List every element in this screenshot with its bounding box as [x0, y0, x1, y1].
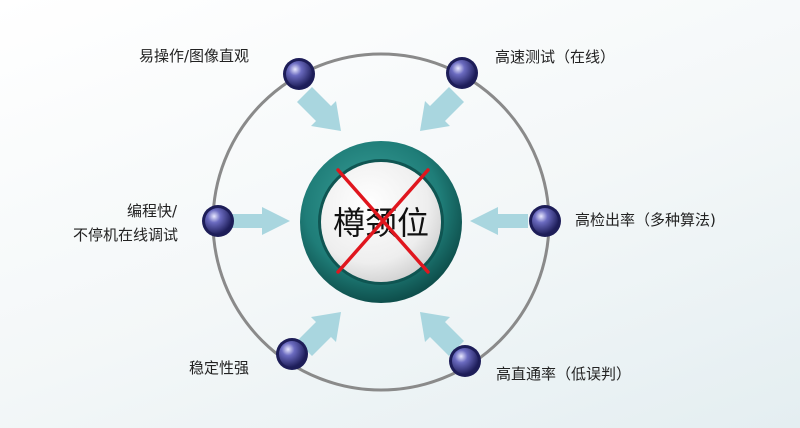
node-high-detection-rate	[529, 205, 561, 237]
node-stability	[276, 338, 308, 370]
cross-line-2	[336, 168, 430, 274]
arrow-from-high-speed-test	[420, 87, 464, 131]
arrow-from-high-pass-rate	[420, 312, 464, 356]
label-stability: 稳定性强	[189, 359, 250, 377]
arrow-from-easy-operation	[297, 87, 341, 131]
label-high-speed-test: 高速测试（在线）	[495, 48, 616, 66]
label-easy-operation: 易操作/图像直观	[139, 47, 250, 65]
node-fast-programming	[202, 205, 234, 237]
label-high-pass-rate: 高直通率（低误判）	[496, 365, 632, 383]
arrow-from-stability	[297, 312, 341, 356]
arrow-from-fast-programming	[232, 207, 290, 235]
node-high-speed-test	[446, 57, 478, 89]
label-fast-programming-line1: 编程快/	[127, 202, 178, 220]
label-fast-programming-line2: 不停机在线调试	[73, 226, 179, 244]
label-high-detection-rate: 高检出率（多种算法)	[575, 211, 716, 229]
node-easy-operation	[283, 58, 315, 90]
node-high-pass-rate	[449, 345, 481, 377]
arrow-from-high-detection-rate	[470, 207, 528, 235]
